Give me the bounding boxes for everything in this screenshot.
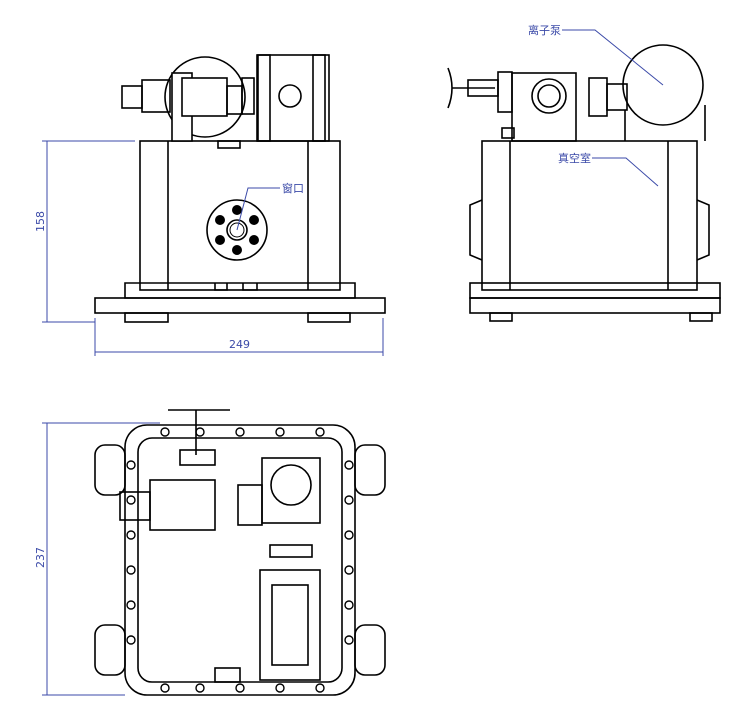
ion-pump-label: 离子泵 [528, 23, 561, 37]
top-view: 237 [34, 409, 386, 696]
vacuum-chamber-label: 真空室 [558, 151, 591, 165]
side-view: 离子泵 真空室 [447, 23, 721, 322]
front-height-dimension: 158 [34, 211, 47, 232]
window-flange [206, 199, 268, 261]
front-view: 窗口 158 249 [34, 54, 386, 356]
window-label: 窗口 [282, 181, 304, 195]
top-depth-dimension: 237 [34, 547, 47, 568]
front-width-dimension: 249 [229, 338, 250, 351]
